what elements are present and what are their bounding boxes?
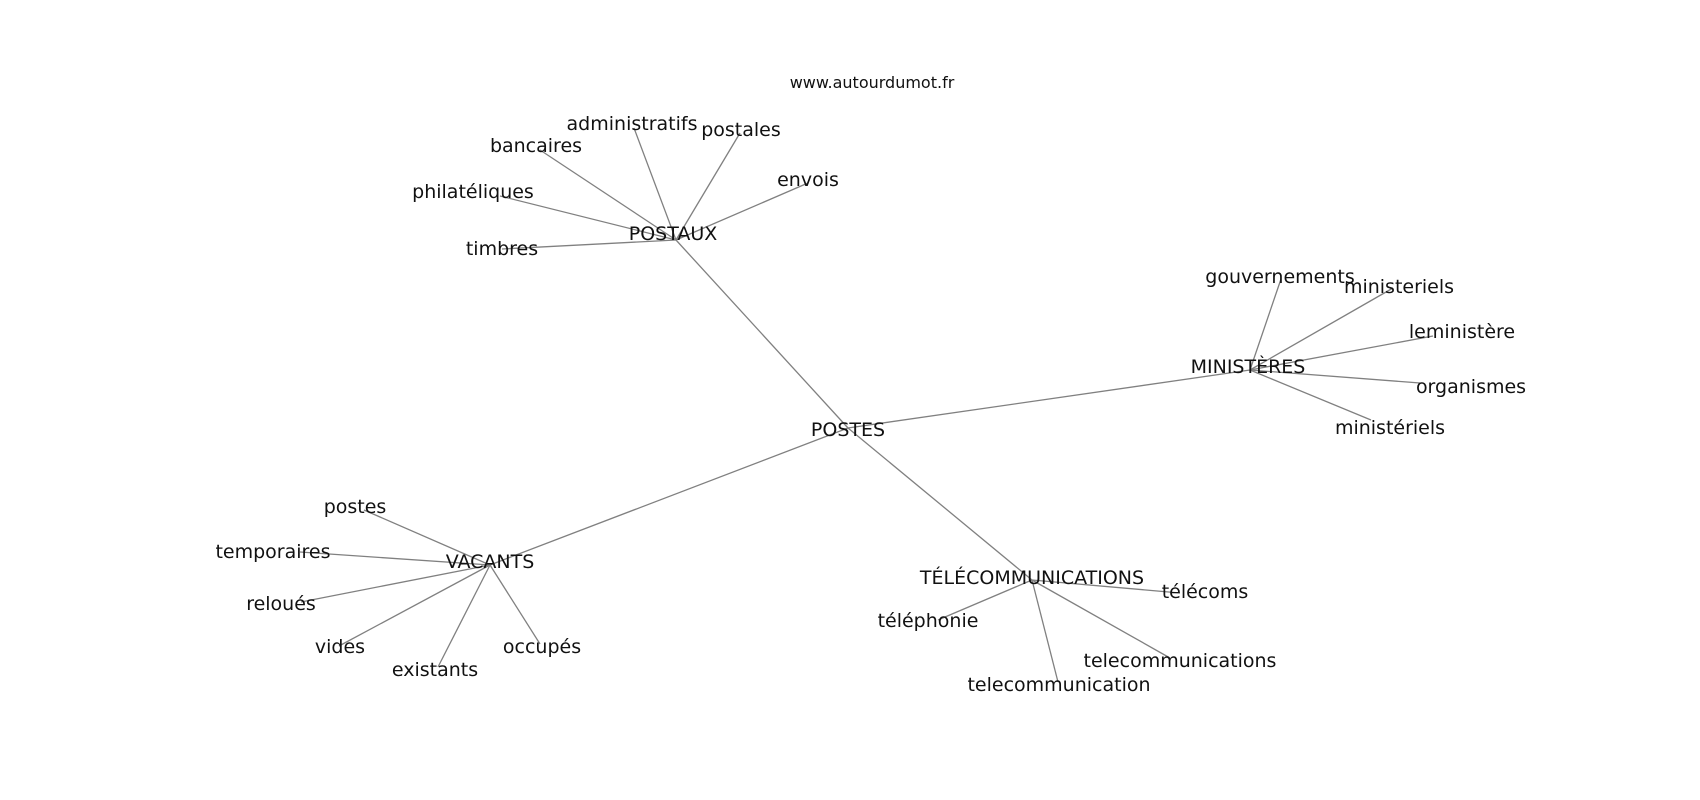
term-node-label-reloues: reloués — [246, 593, 316, 615]
edge-postaux-to-postales — [675, 132, 741, 241]
graph-edges — [299, 127, 1434, 683]
edge-vacants-to-postes_small — [363, 509, 491, 566]
term-node-label-occupes: occupés — [503, 636, 581, 658]
edge-ministeres-to-ministeriels_a — [1249, 287, 1394, 371]
edge-vacants-to-existants — [437, 564, 491, 668]
term-node-label-administratifs: administratifs — [567, 113, 698, 135]
edge-center-to-vacants — [489, 427, 849, 566]
term-node-label-organismes: organismes — [1416, 376, 1526, 398]
source-label: www.autourdumot.fr — [790, 73, 955, 92]
edge-ministeres-to-organismes — [1249, 369, 1421, 384]
hub-node-label-telecommunications_hub: TÉLÉCOMMUNICATIONS — [919, 566, 1144, 589]
term-node-label-timbres: timbres — [466, 238, 538, 260]
edge-ministeres-to-gouvernements — [1249, 278, 1282, 371]
term-node-label-existants: existants — [392, 659, 478, 681]
term-node-label-telecoms: télécoms — [1162, 581, 1249, 603]
term-node-label-philateliques: philatéliques — [412, 181, 534, 203]
edge-postaux-to-envois — [675, 182, 809, 241]
edge-telecommunications_hub-to-telephonie — [937, 579, 1033, 621]
edge-center-to-ministeres — [847, 369, 1251, 429]
term-node-label-envois: envois — [777, 169, 839, 191]
hub-node-label-vacants: VACANTS — [446, 551, 535, 573]
edge-ministeres-to-leministere — [1249, 335, 1434, 371]
edge-ministeres-to-ministeriels_b — [1249, 369, 1372, 421]
edge-vacants-to-occupes — [489, 564, 541, 645]
term-node-label-leministere: leministère — [1409, 321, 1515, 343]
term-node-label-telecommunications: telecommunications — [1084, 650, 1277, 672]
center-node-label: POSTES — [811, 419, 885, 441]
term-node-label-vides: vides — [315, 636, 365, 658]
term-node-label-telephonie: téléphonie — [878, 610, 979, 632]
edge-telecommunications_hub-to-telecoms — [1031, 579, 1181, 594]
term-node-label-gouvernements: gouvernements — [1205, 266, 1354, 288]
edge-postaux-to-philateliques — [499, 195, 677, 241]
edge-telecommunications_hub-to-telecommunications — [1031, 579, 1171, 659]
hub-node-label-postaux: POSTAUX — [629, 223, 718, 245]
edge-postaux-to-timbres — [501, 239, 677, 250]
hub-node-label-ministeres: MINISTÈRES — [1191, 355, 1306, 378]
edge-center-to-postaux — [675, 239, 849, 429]
term-node-label-ministeriels_b: ministériels — [1335, 417, 1445, 439]
edge-center-to-telecommunications_hub — [847, 427, 1033, 581]
term-node-label-temporaires: temporaires — [215, 541, 330, 563]
edge-postaux-to-bancaires — [539, 149, 677, 241]
edge-vacants-to-vides — [338, 564, 491, 647]
term-node-label-postes_small: postes — [324, 496, 387, 518]
edge-vacants-to-temporaires — [299, 551, 491, 566]
term-node-label-telecommunication: telecommunication — [967, 674, 1150, 696]
term-node-label-ministeriels_a: ministeriels — [1344, 276, 1454, 298]
term-node-label-postales: postales — [701, 119, 781, 141]
term-node-label-bancaires: bancaires — [490, 135, 582, 157]
edge-telecommunications_hub-to-telecommunication — [1031, 579, 1059, 683]
edge-vacants-to-reloues — [300, 564, 491, 603]
edge-postaux-to-administratifs — [633, 127, 677, 241]
